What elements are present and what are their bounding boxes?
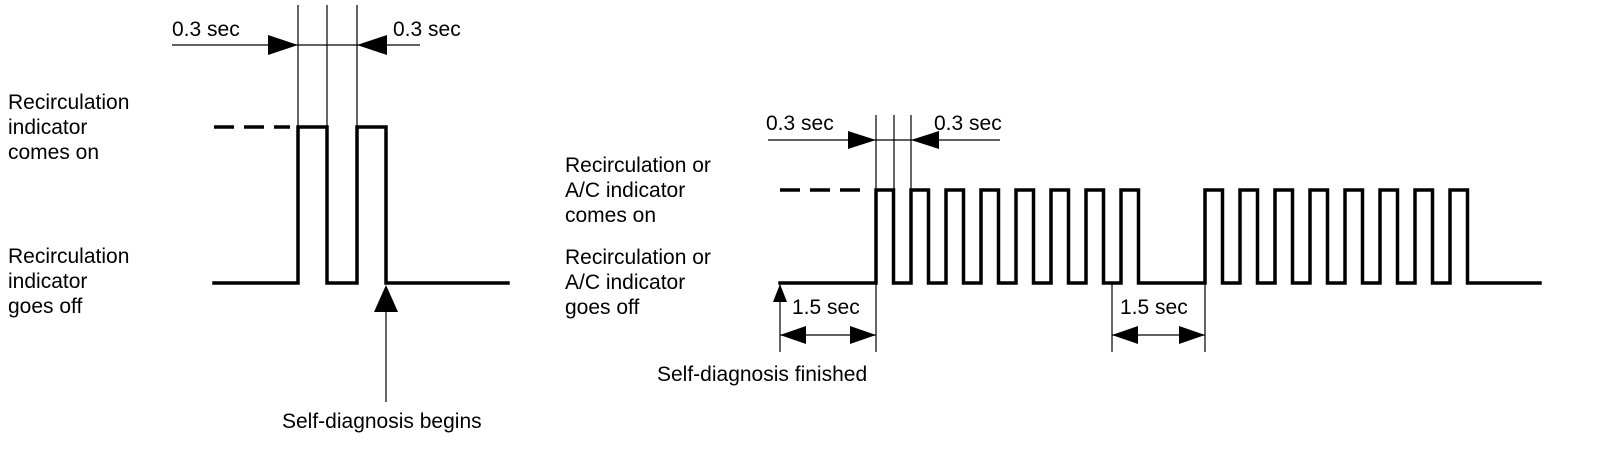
left-off-label-line-3: goes off xyxy=(8,295,83,318)
left-on-label-line-2: indicator xyxy=(8,116,87,139)
left-dimension-arrow-right xyxy=(268,35,298,55)
right-off-label-line-3: goes off xyxy=(565,296,640,319)
right-off-label-line-2: A/C indicator xyxy=(565,271,685,294)
left-signal-waveform xyxy=(212,125,510,285)
right-off-label-line-1: Recirculation or xyxy=(565,246,711,269)
right-pulse-label-left: 0.3 sec xyxy=(766,112,834,135)
right-pulse-label-right: 0.3 sec xyxy=(934,112,1002,135)
left-pulse-label-left: 0.3 sec xyxy=(172,18,240,41)
left-off-label-line-1: Recirculation xyxy=(8,245,129,268)
left-begin-label: Self-diagnosis begins xyxy=(282,410,482,433)
right-dimension-arrow-left xyxy=(911,131,939,149)
gap2-arrow-right xyxy=(1179,326,1205,344)
gap1-arrow-left xyxy=(780,326,806,344)
finished-pointer-arrow xyxy=(773,284,787,302)
gap1-label: 1.5 sec xyxy=(792,296,860,319)
left-off-label-line-2: indicator xyxy=(8,270,87,293)
left-diagram: Recirculation indicator comes on Recircu… xyxy=(8,5,510,433)
gap1-arrow-right xyxy=(850,326,876,344)
right-on-label-line-2: A/C indicator xyxy=(565,179,685,202)
left-dimension-arrow-left xyxy=(357,35,387,55)
right-on-label-line-3: comes on xyxy=(565,204,656,227)
left-begin-pointer-arrow xyxy=(374,285,398,312)
right-on-label-line-1: Recirculation or xyxy=(565,154,711,177)
right-diagram: Recirculation or A/C indicator comes on … xyxy=(565,112,1542,386)
gap2-arrow-left xyxy=(1112,326,1138,344)
left-on-label-line-3: comes on xyxy=(8,141,99,164)
left-pulse-label-right: 0.3 sec xyxy=(393,18,461,41)
gap2-label: 1.5 sec xyxy=(1120,296,1188,319)
left-on-label-line-1: Recirculation xyxy=(8,91,129,114)
right-signal-waveform xyxy=(778,188,1542,285)
finished-label: Self-diagnosis finished xyxy=(657,363,867,386)
right-dimension-arrow-right xyxy=(848,131,876,149)
